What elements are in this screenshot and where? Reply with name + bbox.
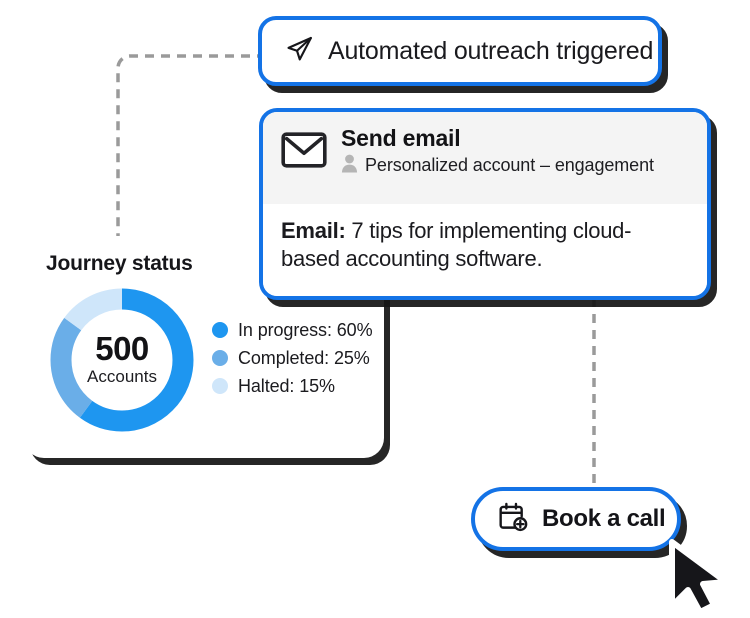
journey-status-body: 500 Accounts In progress: 60% Completed:… (46, 284, 373, 436)
book-a-call-button[interactable]: Book a call (471, 487, 681, 551)
journey-donut-chart: 500 Accounts (46, 284, 198, 436)
send-email-body-text: Email: 7 tips for implementing cloud-bas… (281, 217, 689, 273)
paper-plane-icon (284, 34, 314, 69)
send-email-body: Email: 7 tips for implementing cloud-bas… (263, 204, 707, 296)
send-email-header-text: Send email Personalized account – engage… (341, 125, 654, 178)
mouse-pointer-icon (664, 536, 750, 618)
legend-item-halted: Halted: 15% (212, 376, 372, 397)
person-icon (341, 154, 358, 178)
legend-label-in-progress: In progress: 60% (238, 319, 373, 340)
envelope-icon (281, 130, 327, 175)
send-email-title: Send email (341, 125, 461, 151)
automated-outreach-label: Automated outreach triggered (328, 36, 654, 65)
legend-item-completed: Completed: 25% (212, 348, 372, 369)
automated-outreach-pill[interactable]: Automated outreach triggered (258, 16, 662, 86)
send-email-body-copy: 7 tips for implementing cloud-based acco… (281, 218, 632, 272)
calendar-plus-icon (497, 501, 529, 538)
legend-label-completed: Completed: 25% (238, 347, 370, 368)
journey-status-title: Journey status (46, 252, 193, 275)
legend-dot-halted (212, 378, 228, 394)
legend-label-halted: Halted: 15% (238, 375, 335, 396)
legend-dot-in-progress (212, 322, 228, 338)
send-email-audience-row: Personalized account – engagement (341, 154, 654, 178)
send-email-body-label: Email: (281, 218, 346, 243)
send-email-header: Send email Personalized account – engage… (263, 112, 707, 204)
legend-dot-completed (212, 350, 228, 366)
send-email-card[interactable]: Send email Personalized account – engage… (259, 108, 711, 300)
connector-email-to-book (586, 296, 602, 494)
legend-item-in-progress: In progress: 60% (212, 319, 373, 341)
send-email-audience: Personalized account – engagement (365, 155, 654, 176)
journey-legend: In progress: 60% Completed: 25% Halted: … (212, 319, 373, 401)
connector-outreach-to-journey (110, 48, 270, 244)
book-a-call-label: Book a call (542, 505, 666, 532)
